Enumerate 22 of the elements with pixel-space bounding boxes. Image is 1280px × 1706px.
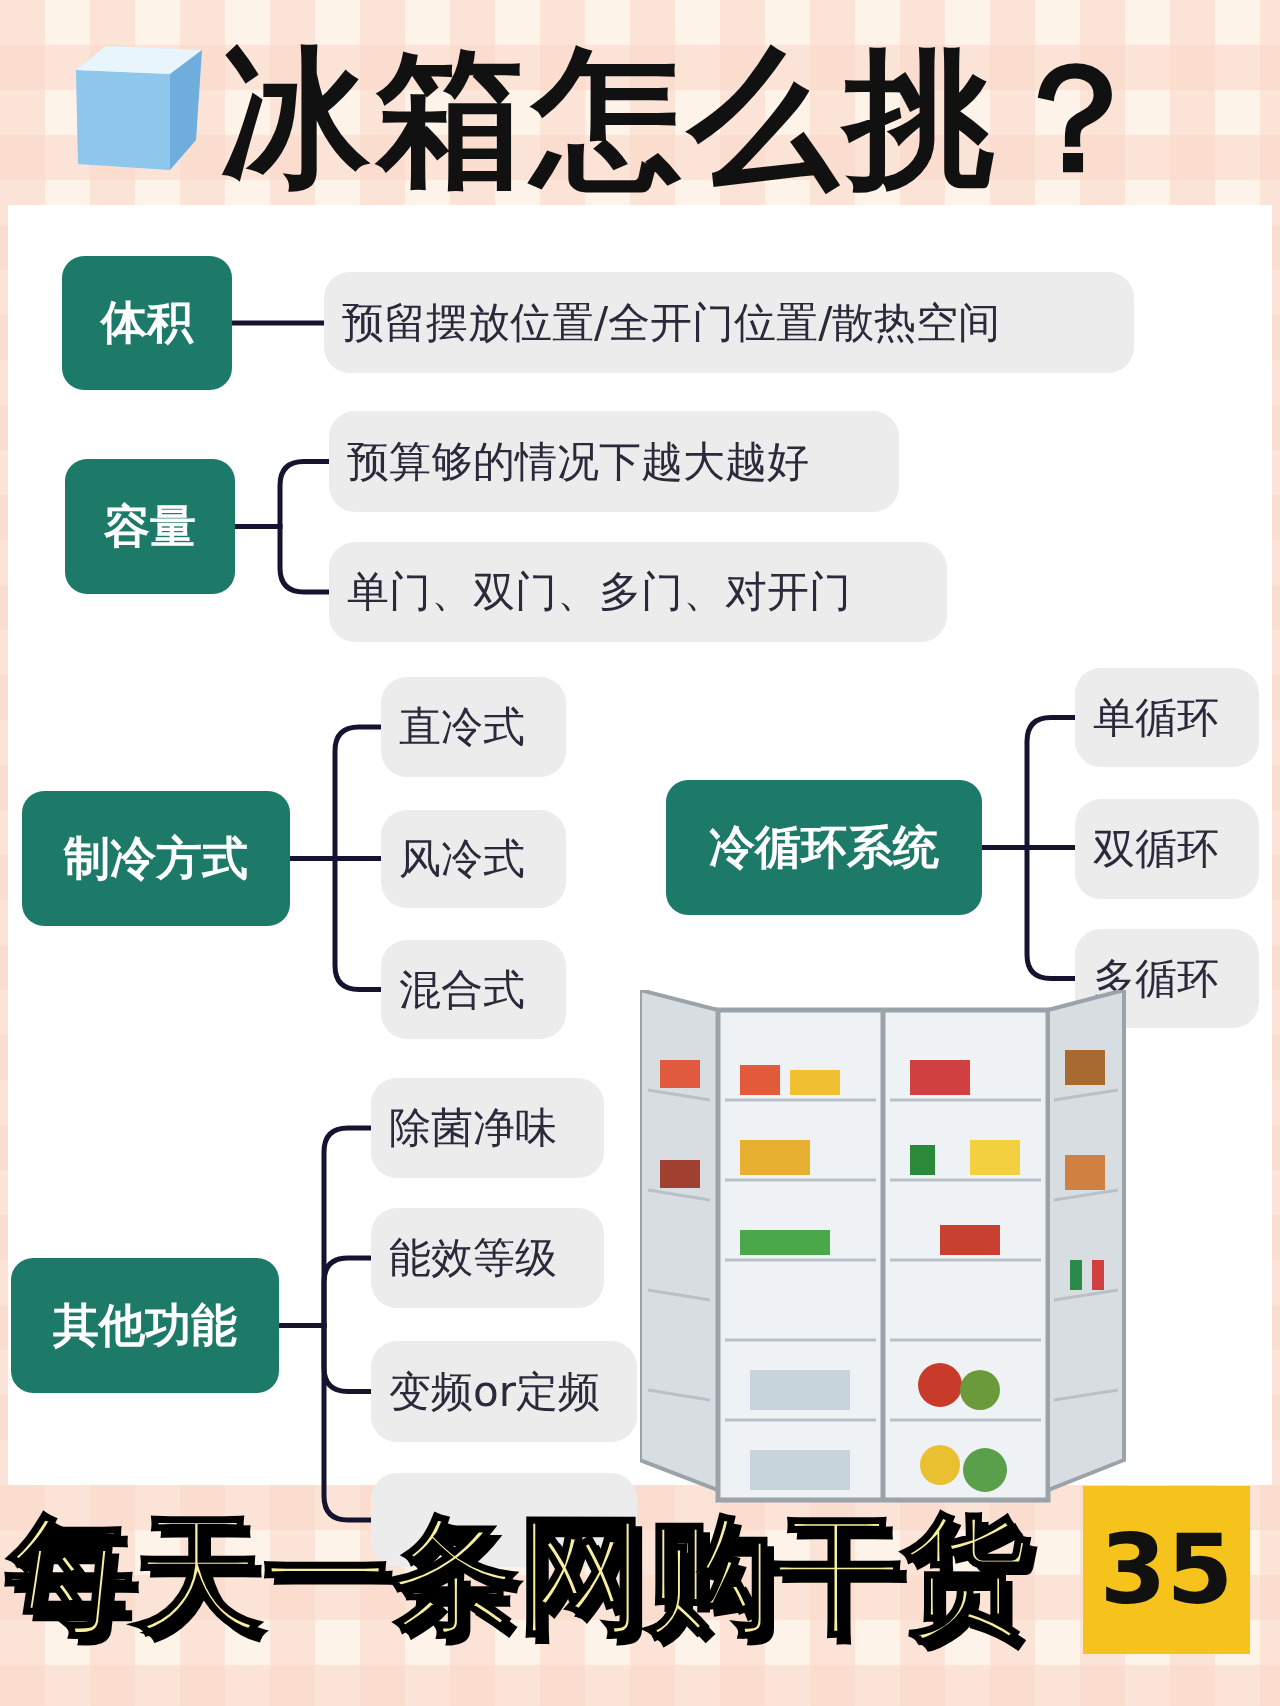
option-box: 混合式 [381, 940, 566, 1039]
option-box: 变频or定频 [371, 1341, 637, 1442]
option-box: 预算够的情况下越大越好 [329, 411, 899, 512]
option-box: 能效等级 [371, 1208, 604, 1308]
connector-line [232, 320, 324, 326]
topic-box: 其他功能 [11, 1258, 279, 1393]
issue-number: 35 [1083, 1486, 1250, 1654]
topic-box: 体积 [62, 256, 232, 390]
topic-box: 冷循环系统 [666, 780, 982, 915]
option-box: 预留摆放位置/全开门位置/散热空间 [324, 272, 1134, 373]
connector-line [235, 524, 329, 595]
connector-line [290, 856, 381, 992]
option-box: 除菌净味 [371, 1078, 604, 1178]
title: 冰箱怎么挑？ [220, 30, 1156, 207]
option-box: 单循环 [1075, 668, 1259, 767]
option-box: 风冷式 [381, 810, 566, 908]
option-box: 双循环 [1075, 799, 1259, 899]
option-box: 单门、双门、多门、对开门 [329, 542, 947, 642]
connector-line [982, 845, 1075, 981]
topic-box: 制冷方式 [22, 791, 290, 926]
topic-box: 容量 [65, 459, 235, 594]
option-box: 直冷式 [381, 677, 566, 777]
